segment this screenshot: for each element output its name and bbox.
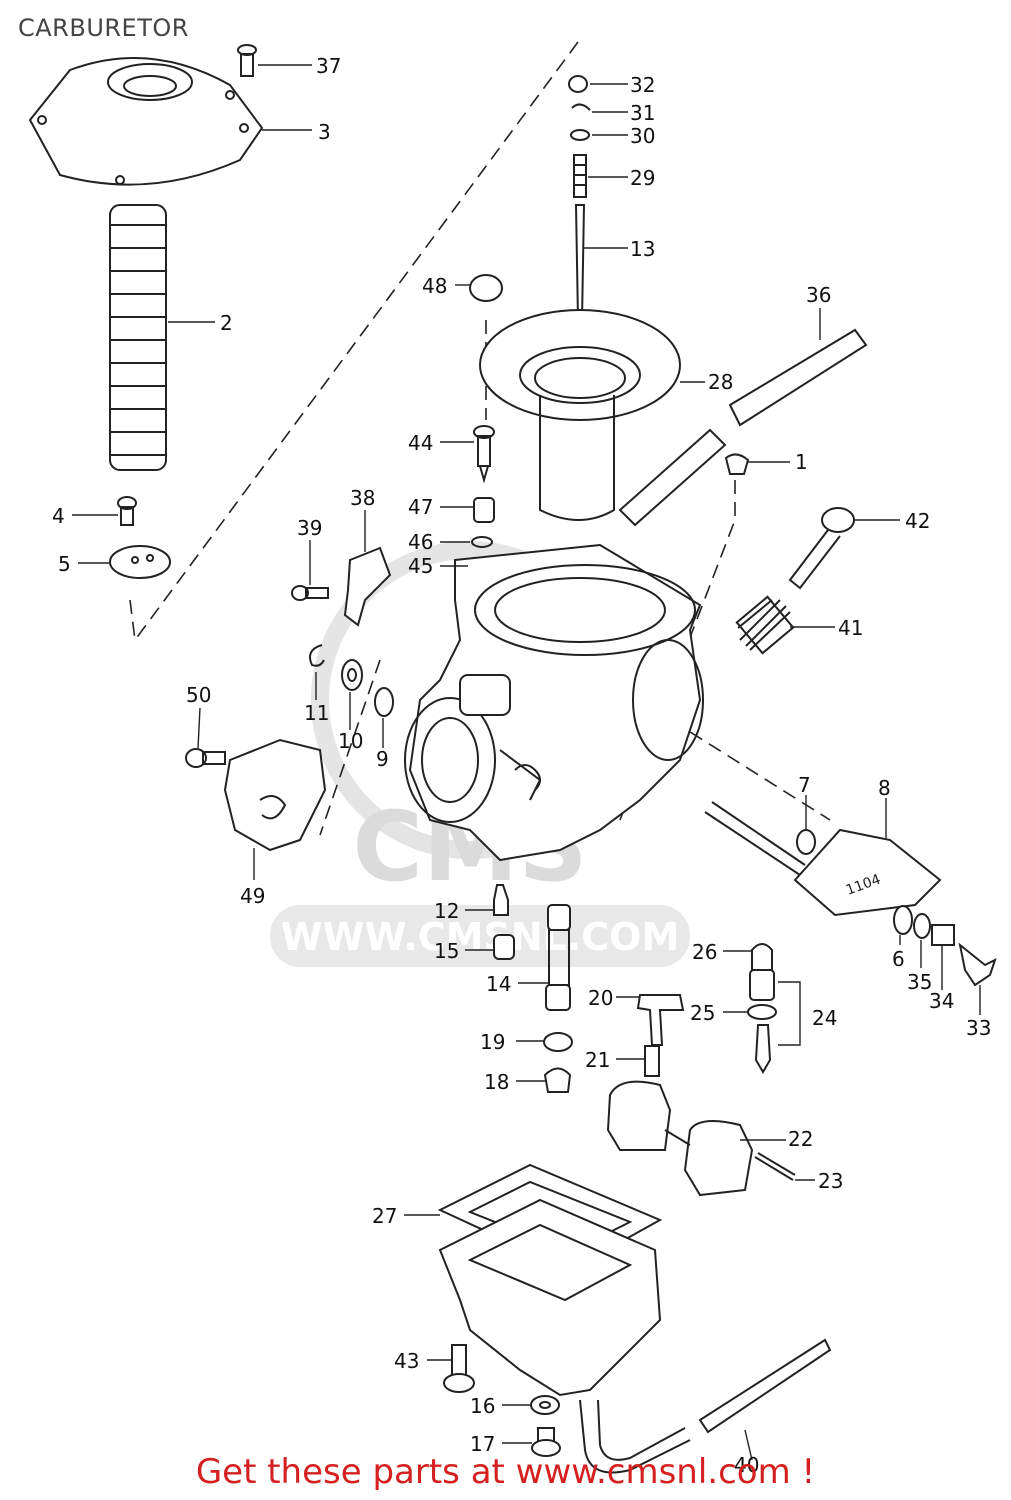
o-ring-9 — [374, 687, 394, 717]
callout-9: 9 — [376, 747, 389, 771]
callout-31: 31 — [630, 101, 655, 125]
needle-retainer-screw — [117, 496, 137, 526]
callout-41: 41 — [838, 616, 863, 640]
needle-jet — [545, 904, 571, 1011]
callout-labels: 37 3 2 4 5 32 31 30 29 13 48 28 36 1 42 … — [52, 54, 991, 1477]
throttle-stop-screw — [788, 507, 855, 590]
vent-hose-upper — [728, 328, 868, 427]
diaphragm-cap — [469, 274, 503, 302]
float-pin — [754, 1152, 796, 1181]
callout-20: 20 — [588, 986, 613, 1010]
callout-11: 11 — [304, 701, 329, 725]
lever-screw — [185, 748, 226, 768]
e-clip — [309, 644, 325, 667]
callout-23: 23 — [818, 1169, 843, 1193]
callout-29: 29 — [630, 166, 655, 190]
callout-45: 45 — [408, 554, 433, 578]
callout-32: 32 — [630, 73, 655, 97]
callout-35: 35 — [907, 970, 932, 994]
throttle-screw-set — [893, 905, 997, 987]
washer-10 — [341, 659, 363, 691]
callout-38: 38 — [350, 486, 375, 510]
callout-48: 48 — [422, 274, 447, 298]
callout-1: 1 — [795, 450, 808, 474]
callout-3: 3 — [318, 120, 331, 144]
watermark-url: WWW.CMSNL.COM — [281, 915, 680, 959]
needle-jet-holder — [493, 934, 515, 960]
drain-plug — [531, 1427, 561, 1457]
retainer-screw — [644, 1045, 660, 1077]
choke-lever — [223, 738, 327, 852]
callout-16: 16 — [470, 1394, 495, 1418]
callout-4: 4 — [52, 504, 65, 528]
callout-19: 19 — [480, 1030, 505, 1054]
callout-50: 50 — [186, 683, 211, 707]
callout-25: 25 — [690, 1001, 715, 1025]
needle-valve-assembly — [747, 943, 801, 1074]
callout-37: 37 — [316, 54, 341, 78]
callout-28: 28 — [708, 370, 733, 394]
callout-27: 27 — [372, 1204, 397, 1228]
piston-spring — [109, 204, 167, 471]
callout-49: 49 — [240, 884, 265, 908]
jet-needle-assembly — [568, 75, 591, 336]
choke-bracket — [343, 546, 392, 627]
throttle-washer — [796, 829, 816, 855]
callout-34: 34 — [929, 989, 954, 1013]
callout-22: 22 — [788, 1127, 813, 1151]
callout-30: 30 — [630, 124, 655, 148]
callout-40: 40 — [734, 1453, 759, 1477]
hose-fitting — [724, 453, 750, 475]
float-bowl — [438, 1198, 662, 1397]
page-title: CARBURETOR — [18, 14, 189, 42]
main-jet — [543, 1067, 572, 1093]
callout-leaders — [72, 64, 981, 1461]
throttle-stop-spring — [735, 595, 795, 655]
callout-47: 47 — [408, 495, 433, 519]
callout-6: 6 — [892, 947, 905, 971]
callout-18: 18 — [484, 1070, 509, 1094]
callout-33: 33 — [966, 1016, 991, 1040]
callout-24: 24 — [812, 1006, 837, 1030]
callout-39: 39 — [297, 516, 322, 540]
bracket-screw — [291, 585, 329, 601]
needle-retainer-plate — [109, 545, 171, 579]
callout-15: 15 — [434, 939, 459, 963]
callout-7: 7 — [798, 773, 811, 797]
callout-14: 14 — [486, 972, 511, 996]
carburetor-top-cover — [28, 57, 264, 186]
float — [606, 1080, 754, 1197]
main-jet-washer — [543, 1032, 573, 1052]
callout-44: 44 — [408, 431, 433, 455]
callout-12: 12 — [434, 899, 459, 923]
float-pin-retainer — [636, 994, 685, 1046]
callout-36: 36 — [806, 283, 831, 307]
callout-8: 8 — [878, 776, 891, 800]
callout-21: 21 — [585, 1048, 610, 1072]
vacuum-piston-diaphragm — [479, 309, 681, 521]
drain-hose — [579, 1338, 832, 1474]
callout-43: 43 — [394, 1349, 419, 1373]
callout-46: 46 — [408, 530, 433, 554]
carburetor-body — [404, 543, 704, 862]
callout-17: 17 — [470, 1432, 495, 1456]
callout-26: 26 — [692, 940, 717, 964]
drain-screw — [443, 1344, 475, 1393]
callout-10: 10 — [338, 729, 363, 753]
cover-screw — [237, 44, 257, 77]
drain-washer — [530, 1395, 560, 1415]
callout-13: 13 — [630, 237, 655, 261]
callout-42: 42 — [905, 509, 930, 533]
promo-link[interactable]: Get these parts at www.cmsnl.com ! — [195, 1452, 816, 1492]
throttle-lever: 1104 — [793, 828, 942, 917]
pilot-screw-set — [469, 425, 495, 575]
throttle-shaft — [704, 801, 806, 876]
callout-2: 2 — [220, 311, 233, 335]
vent-hose-short — [618, 428, 727, 527]
pilot-jet — [493, 884, 509, 916]
callout-5: 5 — [58, 552, 71, 576]
